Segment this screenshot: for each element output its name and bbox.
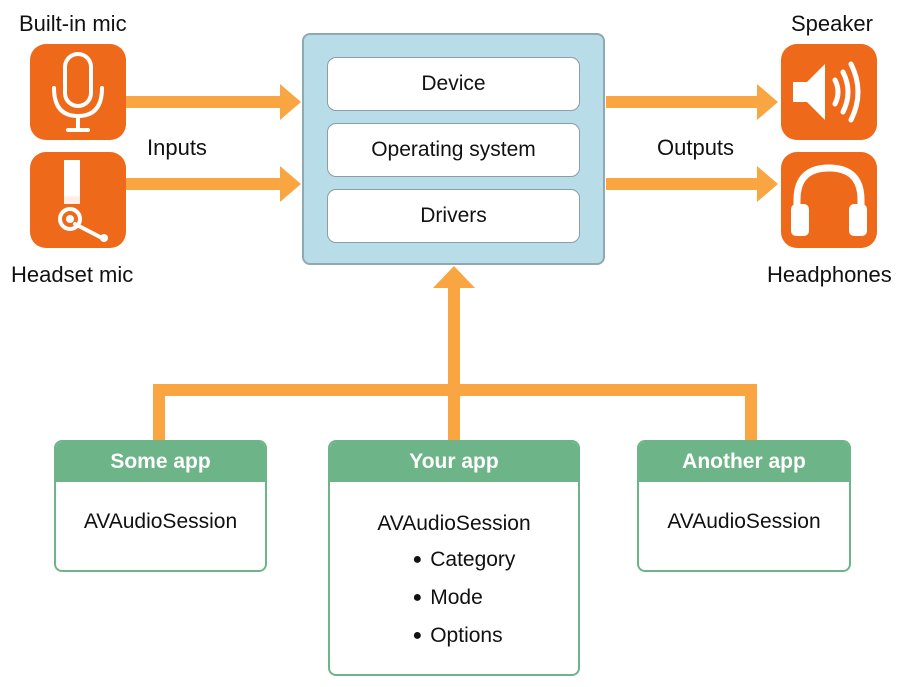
headset-mic-icon bbox=[30, 152, 126, 248]
list-item-category: Category bbox=[413, 542, 515, 580]
headphones-label: Headphones bbox=[767, 262, 892, 287]
some-app-session: AVAudioSession bbox=[83, 510, 238, 533]
your-app-box: Your app AVAudioSession Category Mode Op… bbox=[328, 440, 580, 676]
headset-mic-label: Headset mic bbox=[11, 262, 134, 287]
speaker-icon bbox=[781, 44, 877, 140]
list-item-options: Options bbox=[413, 618, 516, 656]
headset-mic-arrow bbox=[126, 166, 301, 202]
app-connector-arrow bbox=[153, 266, 757, 442]
operating-system-row: Operating system bbox=[327, 123, 580, 177]
another-app-session: AVAudioSession bbox=[667, 510, 821, 533]
your-app-session: AVAudioSession bbox=[377, 512, 531, 535]
some-app-title: Some app bbox=[56, 442, 265, 482]
builtin-mic-label: Built-in mic bbox=[19, 11, 127, 36]
speaker-arrow bbox=[606, 84, 778, 120]
inputs-label: Inputs bbox=[147, 135, 207, 160]
microphone-icon bbox=[30, 44, 126, 140]
another-app-box: Another app AVAudioSession bbox=[637, 440, 851, 572]
outputs-label: Outputs bbox=[657, 135, 735, 160]
audio-system-box: Device Operating system Drivers bbox=[302, 33, 605, 265]
your-app-options-list: Category Mode Options bbox=[413, 542, 516, 656]
list-item-mode: Mode bbox=[413, 580, 516, 618]
headphones-icon bbox=[781, 152, 877, 248]
builtin-mic-arrow bbox=[126, 84, 301, 120]
device-row: Device bbox=[327, 57, 580, 111]
some-app-box: Some app AVAudioSession bbox=[54, 440, 267, 572]
drivers-row: Drivers bbox=[327, 189, 580, 243]
speaker-label: Speaker bbox=[791, 11, 873, 36]
another-app-title: Another app bbox=[639, 442, 849, 482]
headphones-arrow bbox=[606, 166, 778, 202]
your-app-title: Your app bbox=[330, 442, 578, 482]
